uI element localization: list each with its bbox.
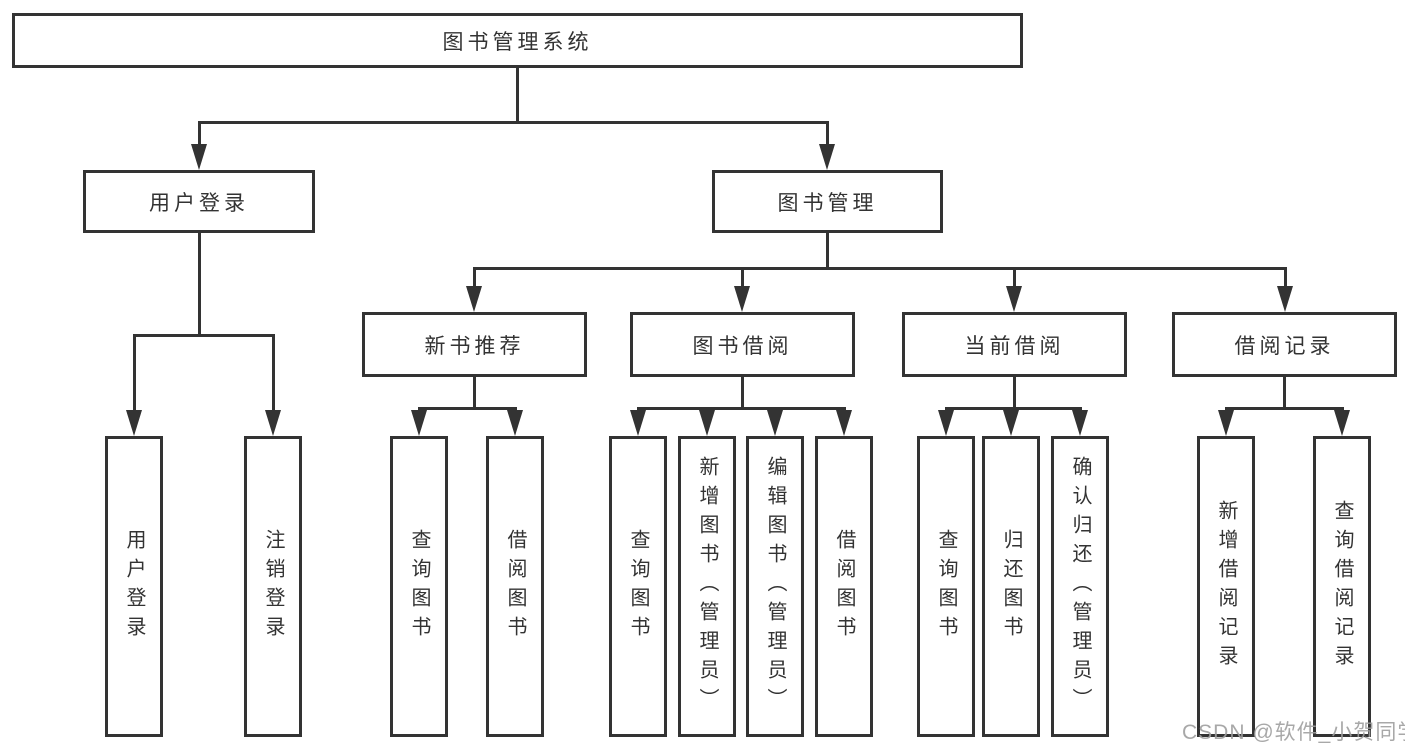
connector-line: [1283, 375, 1286, 410]
node-book-management-label: 图书管理: [777, 191, 878, 215]
arrowhead-down-icon: [938, 410, 954, 436]
leaf-add-book-admin-label: 新增图书（管理员）: [696, 456, 718, 717]
connector-line: [1284, 267, 1287, 289]
node-root: 图书管理系统: [12, 13, 1023, 68]
arrowhead-down-icon: [734, 286, 750, 312]
leaf-borrow-books-1: 借阅图书: [486, 436, 544, 737]
connector-line: [741, 375, 744, 410]
node-book-management: 图书管理: [712, 170, 943, 233]
arrowhead-down-icon: [767, 410, 783, 436]
leaf-query-books-3-label: 查询图书: [935, 528, 957, 645]
connector-line: [418, 407, 517, 410]
leaf-confirm-return-admin-label: 确认归还（管理员）: [1069, 456, 1091, 717]
connector-line: [133, 334, 136, 414]
node-book-borrow: 图书借阅: [630, 312, 855, 377]
arrowhead-down-icon: [466, 286, 482, 312]
leaf-query-borrow-record: 查询借阅记录: [1313, 436, 1371, 737]
leaf-user-login-label: 用户登录: [123, 528, 145, 645]
leaf-return-books-label: 归还图书: [1000, 528, 1022, 645]
leaf-query-books-3: 查询图书: [917, 436, 975, 737]
arrowhead-down-icon: [191, 144, 207, 170]
connector-line: [1013, 375, 1016, 410]
arrowhead-down-icon: [507, 410, 523, 436]
leaf-add-book-admin: 新增图书（管理员）: [678, 436, 736, 737]
connector-line: [473, 267, 476, 289]
arrowhead-down-icon: [1003, 410, 1019, 436]
connector-line: [516, 66, 519, 123]
connector-line: [1013, 267, 1016, 289]
arrowhead-down-icon: [265, 410, 281, 436]
leaf-query-borrow-record-label: 查询借阅记录: [1331, 499, 1353, 674]
leaf-borrow-books-2-label: 借阅图书: [833, 528, 855, 645]
leaf-logout: 注销登录: [244, 436, 302, 737]
connector-line: [637, 407, 846, 410]
leaf-query-books-1-label: 查询图书: [408, 528, 430, 645]
connector-line: [272, 334, 275, 414]
node-root-label: 图书管理系统: [442, 30, 593, 54]
leaf-add-borrow-record: 新增借阅记录: [1197, 436, 1255, 737]
node-current-borrow-label: 当前借阅: [964, 334, 1065, 358]
leaf-user-login: 用户登录: [105, 436, 163, 737]
connector-line: [826, 231, 829, 269]
leaf-add-borrow-record-label: 新增借阅记录: [1215, 499, 1237, 674]
arrowhead-down-icon: [699, 410, 715, 436]
arrowhead-down-icon: [630, 410, 646, 436]
connector-line: [198, 121, 829, 124]
leaf-confirm-return-admin: 确认归还（管理员）: [1051, 436, 1109, 737]
connector-line: [826, 121, 829, 147]
node-borrow-records: 借阅记录: [1172, 312, 1397, 377]
arrowhead-down-icon: [411, 410, 427, 436]
node-new-book-recommend-label: 新书推荐: [424, 334, 525, 358]
connector-line: [473, 267, 1286, 270]
connector-line: [198, 231, 201, 336]
connector-line: [133, 334, 275, 337]
node-new-book-recommend: 新书推荐: [362, 312, 587, 377]
connector-line: [473, 375, 476, 410]
arrowhead-down-icon: [1334, 410, 1350, 436]
arrowhead-down-icon: [836, 410, 852, 436]
leaf-borrow-books-2: 借阅图书: [815, 436, 873, 737]
leaf-borrow-books-1-label: 借阅图书: [504, 528, 526, 645]
arrowhead-down-icon: [819, 144, 835, 170]
leaf-edit-book-admin-label: 编辑图书（管理员）: [764, 456, 786, 717]
leaf-return-books: 归还图书: [982, 436, 1040, 737]
node-borrow-records-label: 借阅记录: [1234, 334, 1335, 358]
leaf-query-books-2-label: 查询图书: [627, 528, 649, 645]
node-book-borrow-label: 图书借阅: [692, 334, 793, 358]
connector-line: [1225, 407, 1344, 410]
node-user-login-label: 用户登录: [149, 191, 249, 215]
arrowhead-down-icon: [1218, 410, 1234, 436]
leaf-logout-label: 注销登录: [262, 528, 284, 645]
arrowhead-down-icon: [1277, 286, 1293, 312]
leaf-query-books-2: 查询图书: [609, 436, 667, 737]
leaf-query-books-1: 查询图书: [390, 436, 448, 737]
connector-line: [741, 267, 744, 289]
node-current-borrow: 当前借阅: [902, 312, 1127, 377]
arrowhead-down-icon: [1006, 286, 1022, 312]
connector-line: [198, 121, 201, 147]
arrowhead-down-icon: [1072, 410, 1088, 436]
leaf-edit-book-admin: 编辑图书（管理员）: [746, 436, 804, 737]
connector-line: [945, 407, 1082, 410]
node-user-login: 用户登录: [83, 170, 315, 233]
arrowhead-down-icon: [126, 410, 142, 436]
watermark: CSDN @软件_小贺同学: [1182, 721, 1405, 744]
